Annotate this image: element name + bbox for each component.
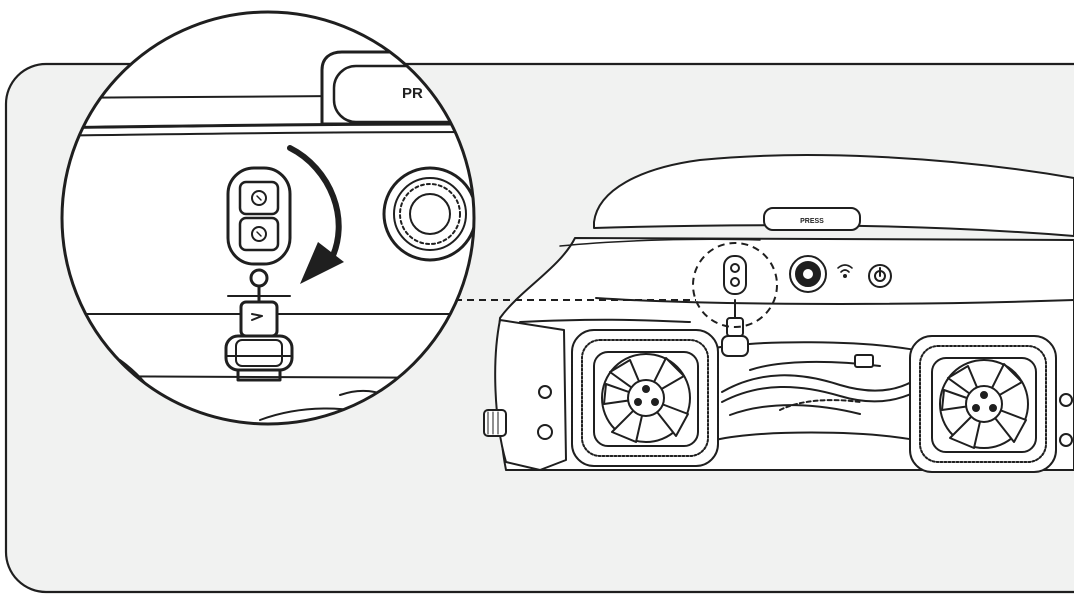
zoom-brand-fragment: PR bbox=[402, 85, 423, 102]
zoom-dial bbox=[382, 166, 474, 262]
power-icon bbox=[868, 264, 892, 288]
zoom-circle-outline bbox=[60, 10, 476, 426]
left-fan bbox=[571, 329, 719, 467]
left-side-piece bbox=[494, 319, 567, 471]
wifi-icon bbox=[837, 264, 853, 278]
side-knob bbox=[483, 409, 507, 437]
right-fan bbox=[909, 335, 1057, 473]
zoom-detail: PR bbox=[60, 10, 476, 426]
zoom-connector bbox=[224, 268, 294, 382]
port-slot-small bbox=[723, 255, 747, 295]
curved-arrow-icon bbox=[287, 145, 344, 284]
internal-cables bbox=[721, 354, 916, 416]
inner-frame bbox=[714, 341, 916, 441]
goggles-device: PRESS bbox=[483, 154, 1074, 473]
zoom-port-slot bbox=[226, 166, 292, 266]
callout-target-circle bbox=[692, 242, 778, 328]
device-brand-mark: PRESS bbox=[800, 218, 824, 225]
brand-plate bbox=[763, 207, 861, 231]
dial-small bbox=[789, 255, 827, 293]
